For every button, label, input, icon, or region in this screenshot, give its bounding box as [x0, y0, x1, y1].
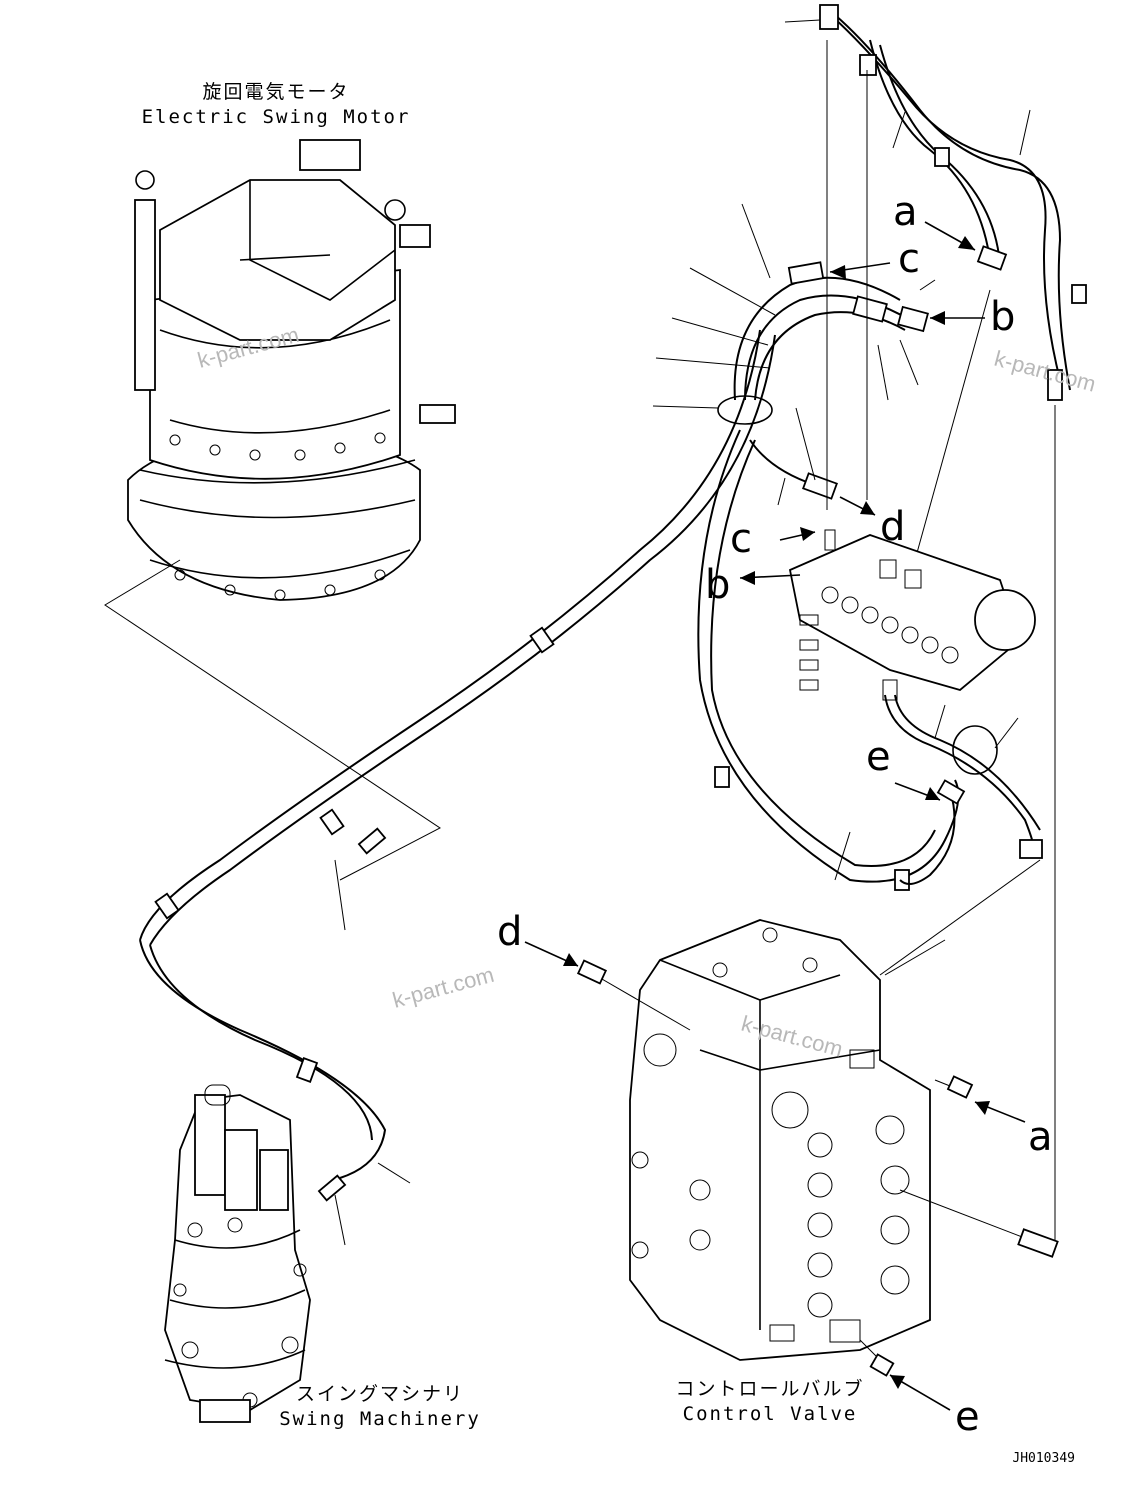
watermark-2: k-part.com [992, 346, 1099, 397]
electric-swing-motor: 旋回電気モータ Electric Swing Motor [127, 81, 456, 601]
callout-d-bottom: d [497, 909, 522, 955]
callout-b-top: b [990, 294, 1015, 340]
drawing-code: JH010349 [1012, 1451, 1075, 1466]
swing-machinery: スイングマシナリ Swing Machinery [164, 1084, 481, 1430]
callout-a-top: a [893, 189, 918, 235]
leader-lines [334, 19, 1031, 1246]
callout-a-bottom: a [1028, 1114, 1053, 1160]
callout-e-mid: e [866, 734, 891, 780]
callout-d-mid: d [880, 504, 905, 550]
swing-machinery-label-jp: スイングマシナリ [296, 1383, 464, 1405]
callout-b-mid: b [705, 562, 730, 608]
callout-c-mid: c [730, 516, 752, 562]
control-valve-label-en: Control Valve [683, 1403, 858, 1425]
watermark-3: k-part.com [390, 962, 497, 1013]
valve-block [788, 529, 1036, 701]
control-valve: コントロールバルブ Control Valve [629, 919, 931, 1425]
swing-motor-label-en: Electric Swing Motor [142, 106, 411, 128]
control-valve-label-jp: コントロールバルブ [675, 1377, 864, 1400]
callout-e-bottom: e [955, 1394, 980, 1440]
callout-c-top: c [898, 236, 920, 282]
swing-motor-label-jp: 旋回電気モータ [202, 81, 349, 103]
callout-arrows [524, 221, 1026, 1411]
hose-routing [139, 4, 1087, 1240]
swing-machinery-label-en: Swing Machinery [279, 1408, 481, 1430]
